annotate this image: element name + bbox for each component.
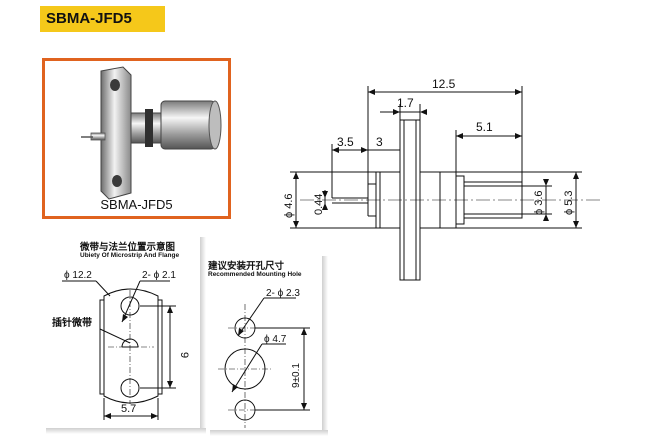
ubiety-dim-dia: ϕ 12.2 (64, 270, 92, 281)
dim-body: 5.1 (476, 120, 493, 134)
flange-hole-top (110, 79, 120, 91)
flange-hole-bottom (112, 175, 122, 187)
dim-flange-thickness: 1.7 (397, 96, 414, 110)
mount-dim-center: ϕ 4.7 (264, 334, 287, 345)
dim-overall: 12.5 (432, 77, 456, 91)
dim-pin-step: 3 (376, 135, 383, 149)
connector-photo (81, 66, 222, 200)
dim-dia-outer: ϕ 5.3 (563, 190, 575, 215)
ubiety-flange (103, 288, 159, 404)
mount-dim-holes: 2- ϕ 2.3 (266, 288, 300, 299)
ubiety-dim-width: 5.7 (121, 403, 136, 415)
ubiety-title-en: Ubiety Of Microstrip And Flange (80, 252, 180, 259)
mounting-title-cn: 建议安装开孔尺寸 (208, 261, 285, 272)
dim-pin-dia: 0.44 (313, 194, 325, 215)
ubiety-panel (42, 233, 200, 428)
product-photo-frame: SBMA-JFD5 (42, 58, 231, 219)
dim-pin-ext: 3.5 (337, 135, 354, 149)
title-banner: SBMA-JFD5 (40, 6, 165, 32)
product-title: SBMA-JFD5 (46, 10, 132, 27)
ubiety-label-pin: 插针微带 (52, 316, 92, 329)
dim-dia-body: ϕ 4.6 (283, 193, 295, 218)
ubiety-title-cn: 微带与法兰位置示意图 (80, 242, 176, 253)
dim-dia-inner: ϕ 3.6 (533, 190, 545, 215)
ubiety-dim-holes: 2- ϕ 2.1 (142, 270, 176, 281)
mount-dim-spacing: 9±0.1 (291, 363, 302, 388)
mounting-title-en: Recommended Mounting Hole (208, 271, 302, 278)
mounting-panel (206, 252, 322, 430)
ubiety-dim-height: 9 (178, 352, 190, 358)
photo-caption: SBMA-JFD5 (100, 197, 173, 212)
